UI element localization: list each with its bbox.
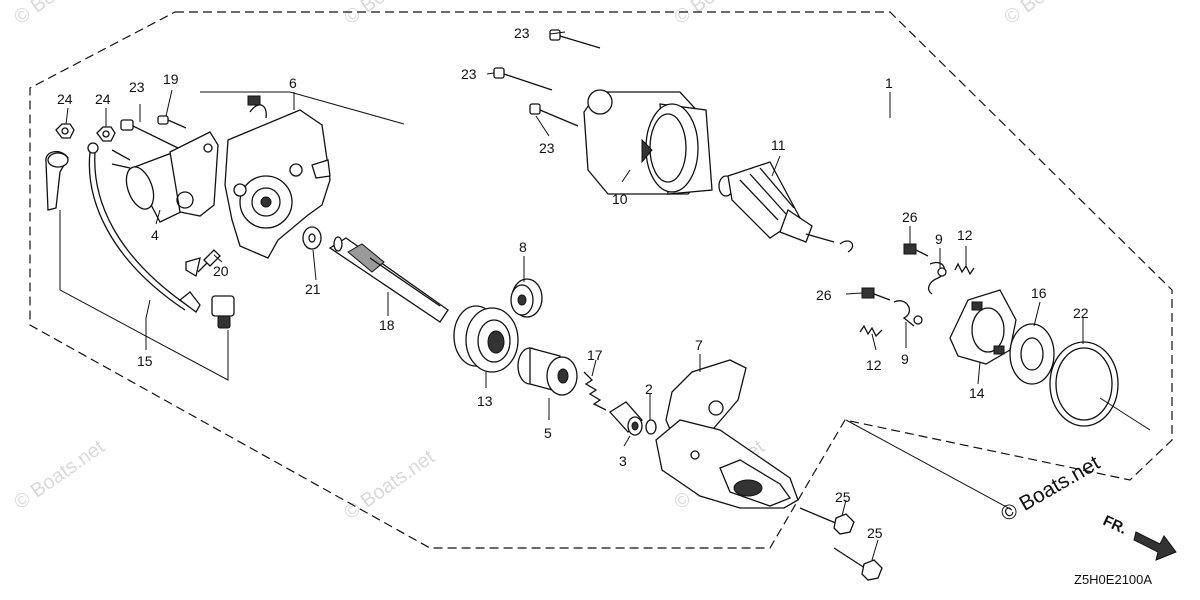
- callout-8: 8: [519, 239, 527, 255]
- yoke-10: [583, 89, 713, 195]
- callout-5: 5: [544, 425, 552, 441]
- callout-16: 16: [1031, 285, 1047, 301]
- snap-ring-2: [645, 419, 657, 435]
- bolt-25-lower: [833, 547, 883, 581]
- callout-9-upper: 9: [935, 231, 943, 247]
- bolt-20: [197, 249, 221, 273]
- connector-plug: [211, 295, 235, 329]
- callout-24-right: 24: [95, 91, 111, 107]
- callout-7: 7: [695, 337, 703, 353]
- armature-11: [718, 161, 835, 243]
- callout-4: 4: [151, 227, 159, 243]
- callout-9-lower: 9: [901, 351, 909, 367]
- callout-23-top: 23: [514, 25, 530, 41]
- leader-lines: [59, 31, 1151, 561]
- callout-17: 17: [587, 347, 603, 363]
- watermark-4: © Boats.net: [1000, 0, 1099, 29]
- drive-shaft-18: [328, 236, 449, 323]
- callout-14: 14: [969, 385, 985, 401]
- bolt-23-mid: [493, 67, 553, 91]
- callout-labels: 1 2 3 4 5 6 7 8 9 9 10 11 12 12 13 14 15…: [57, 25, 1089, 541]
- brush-26-lower: [861, 287, 891, 301]
- watermark-2: © Boats.net: [340, 446, 439, 524]
- end-housing-6: [224, 95, 331, 259]
- callout-23-left: 23: [129, 79, 145, 95]
- brush-spring-9-lower: [893, 300, 923, 327]
- assembly-boundary: [29, 11, 1173, 549]
- seal-ring-22: [1049, 341, 1119, 427]
- callout-2: 2: [645, 381, 653, 397]
- cable-15: [87, 142, 201, 313]
- callout-25-lower: 25: [867, 525, 883, 541]
- callout-1: 1: [885, 75, 893, 91]
- callout-13: 13: [477, 393, 493, 409]
- brush-holder-14: [949, 289, 1017, 365]
- boats-net-stamp: © Boats.net: [997, 451, 1104, 526]
- solenoid-4: [111, 131, 219, 223]
- callout-23-mid: 23: [461, 66, 477, 82]
- bolt-23-left: [120, 119, 179, 149]
- direction-label: FR.: [1100, 512, 1129, 538]
- bolt-25-upper: [799, 507, 855, 535]
- callout-6: 6: [289, 75, 297, 91]
- callout-23-low: 23: [539, 140, 555, 156]
- spring-17: [583, 371, 607, 411]
- plate-16: [1009, 323, 1055, 385]
- brush-26-upper: [903, 243, 929, 257]
- callout-21: 21: [305, 281, 321, 297]
- callout-26-lower: 26: [816, 287, 832, 303]
- callout-19: 19: [163, 71, 179, 87]
- callout-26-upper: 26: [902, 209, 918, 225]
- brand-watermark: © Boats.net: [997, 451, 1104, 526]
- watermark-1: © Boats.net: [10, 436, 109, 514]
- bolt-23-low: [529, 103, 579, 127]
- callout-11: 11: [771, 137, 786, 153]
- pinion-8: [510, 278, 543, 318]
- brush-spring-9-upper: [927, 261, 947, 295]
- terminal-boot: [45, 151, 69, 211]
- callout-12-upper: 12: [957, 227, 973, 243]
- watermark-6: © Boats.net: [340, 0, 439, 29]
- callout-25-upper: 25: [835, 489, 851, 505]
- spring-12-lower: [859, 324, 883, 338]
- watermark-7: © Boats.net: [10, 0, 109, 29]
- callout-15: 15: [137, 353, 153, 369]
- direction-arrow-icon: [1133, 531, 1177, 561]
- spring-12-upper: [954, 262, 975, 276]
- callout-22: 22: [1073, 305, 1089, 321]
- front-direction-indicator: FR.: [1100, 512, 1177, 561]
- callout-24-left: 24: [57, 91, 73, 107]
- callout-12-lower: 12: [866, 357, 882, 373]
- washer-21: [302, 226, 322, 250]
- stop-collar-3: [608, 401, 643, 436]
- nut-24-right: [96, 126, 116, 142]
- callout-20: 20: [213, 263, 229, 279]
- diagram-code: Z5H0E2100A: [1074, 572, 1152, 587]
- callout-18: 18: [379, 317, 395, 333]
- watermark-5: © Boats.net: [670, 0, 769, 29]
- callout-10: 10: [612, 191, 628, 207]
- nut-24-left: [55, 123, 75, 139]
- clutch-5: [517, 347, 578, 396]
- bolt-19: [157, 115, 187, 129]
- callout-3: 3: [619, 453, 627, 469]
- internal-gear-13: [453, 305, 519, 373]
- drive-housing-7: [655, 359, 799, 509]
- clip-9-top: [839, 240, 854, 253]
